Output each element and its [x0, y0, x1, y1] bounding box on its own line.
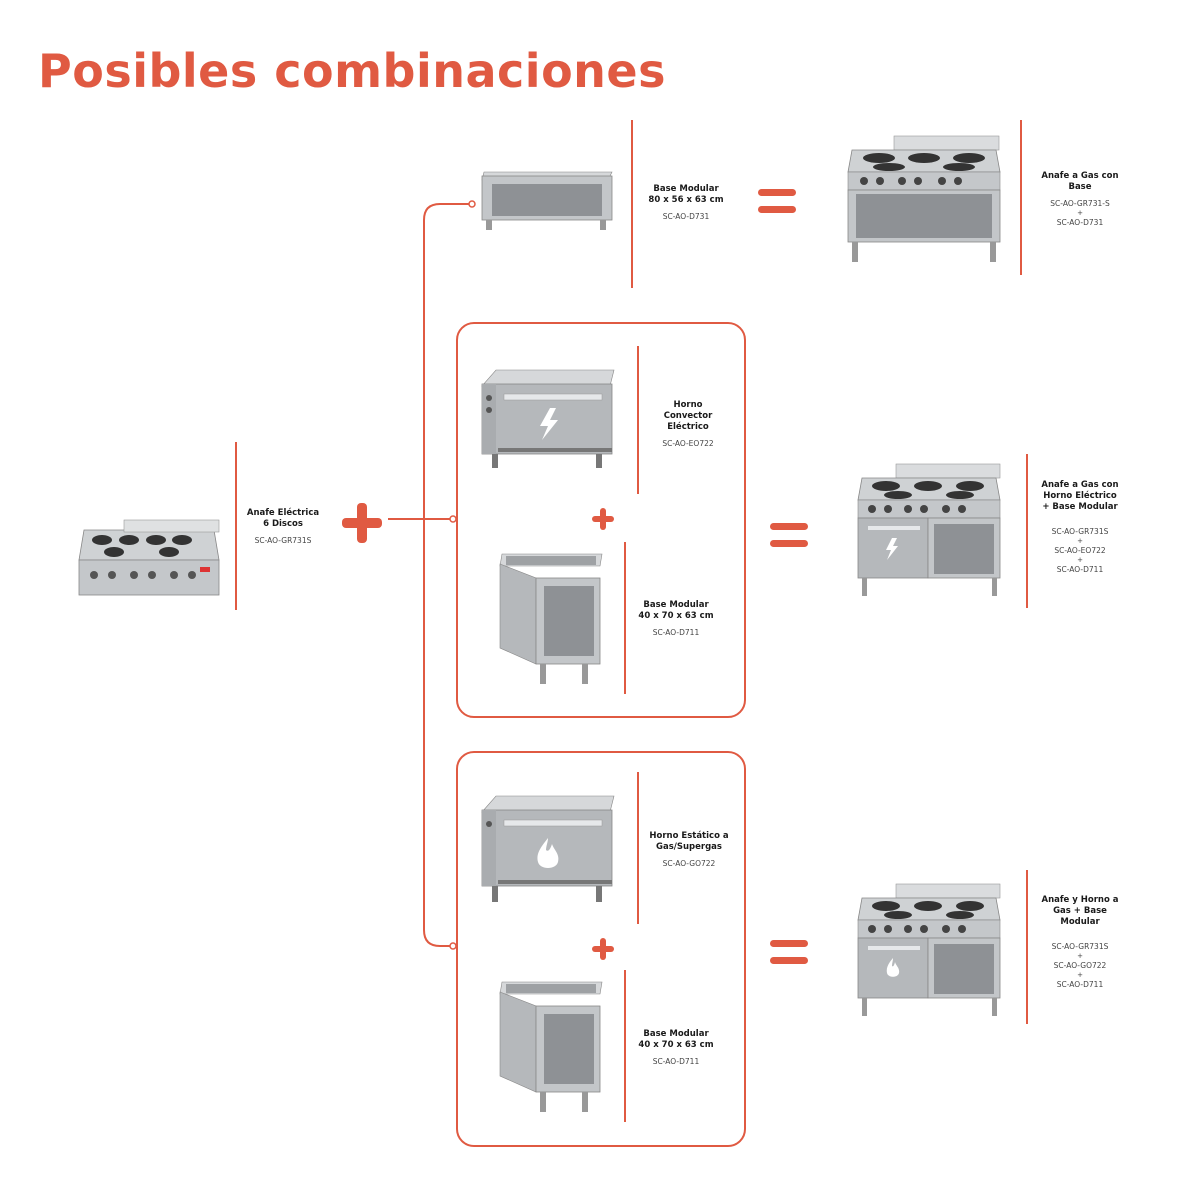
- base-40-a-code: SC-AO-D711: [652, 628, 700, 637]
- divider-result-2: [1026, 454, 1028, 608]
- base-modular-40-image-b: [499, 981, 603, 1112]
- equals-icon-2: [770, 523, 808, 547]
- plus-icon: [342, 503, 382, 543]
- base-40-a-label: Base Modular 40 x 70 x 63 cm SC-AO-D711: [632, 600, 720, 638]
- equals-icon-1: [758, 189, 796, 213]
- divider-result-1: [1020, 120, 1022, 275]
- result-3-code-1: SC-AO-GR731S: [1051, 942, 1109, 951]
- result-1-label: Anafe a Gas con Base SC-AO-GR731-S + SC-…: [1034, 171, 1126, 228]
- result-1-name: Anafe a Gas con Base: [1041, 171, 1119, 192]
- horno-electrico-name: Horno Convector Eléctrico: [663, 400, 713, 432]
- divider-source: [235, 442, 237, 610]
- base-40-a-name: Base Modular 40 x 70 x 63 cm: [638, 600, 714, 621]
- result-3-label: Anafe y Horno a Gas + Base Modular SC-AO…: [1034, 895, 1126, 990]
- horno-electrico-code: SC-AO-EO722: [662, 439, 714, 448]
- plus-icon-small-1: [592, 508, 614, 530]
- source-code: SC-AO-GR731S: [254, 536, 312, 545]
- result-3-code-3: SC-AO-D711: [1056, 980, 1104, 989]
- horno-gas-name: Horno Estático a Gas/Supergas: [649, 831, 729, 852]
- equals-icon-3: [770, 940, 808, 964]
- result-2-image: [857, 463, 1001, 596]
- result-1-image: [847, 135, 1001, 262]
- divider-horno-electrico: [637, 346, 639, 494]
- horno-gas-code: SC-AO-GO722: [662, 859, 716, 868]
- result-3-plus-1: +: [1077, 952, 1083, 960]
- horno-electrico-label: Horno Convector Eléctrico SC-AO-EO722: [644, 400, 732, 449]
- page-title: Posibles combinaciones: [38, 44, 667, 98]
- divider-result-3: [1026, 870, 1028, 1024]
- divider-base-40-b: [624, 970, 626, 1122]
- base-40-b-code: SC-AO-D711: [652, 1057, 700, 1066]
- anafe-electrica-image: [78, 519, 220, 596]
- result-2-plus-2: +: [1077, 556, 1083, 564]
- result-1-plus: +: [1077, 209, 1083, 217]
- base-80-name: Base Modular 80 x 56 x 63 cm: [648, 184, 724, 205]
- base-40-b-name: Base Modular 40 x 70 x 63 cm: [638, 1029, 714, 1050]
- result-3-plus-2: +: [1077, 971, 1083, 979]
- result-2-name: Anafe a Gas con Horno Eléctrico + Base M…: [1041, 480, 1119, 512]
- combination-box-electric: [456, 322, 746, 718]
- base-80-code: SC-AO-D731: [662, 212, 710, 221]
- result-3-image: [857, 883, 1001, 1016]
- result-2-label: Anafe a Gas con Horno Eléctrico + Base M…: [1034, 480, 1126, 575]
- result-1-code-1: SC-AO-GR731-S: [1050, 199, 1110, 208]
- result-2-plus-1: +: [1077, 537, 1083, 545]
- result-2-code-2: SC-AO-EO722: [1054, 546, 1106, 555]
- horno-gas-image: [481, 795, 615, 902]
- divider-horno-gas: [637, 772, 639, 924]
- horno-gas-label: Horno Estático a Gas/Supergas SC-AO-GO72…: [644, 831, 734, 869]
- base-modular-80-image: [481, 171, 613, 230]
- plus-icon-small-2: [592, 938, 614, 960]
- horno-electrico-image: [481, 369, 615, 468]
- divider-base-40-a: [624, 542, 626, 694]
- result-2-code-1: SC-AO-GR731S: [1051, 527, 1109, 536]
- base-40-b-label: Base Modular 40 x 70 x 63 cm SC-AO-D711: [632, 1029, 720, 1067]
- source-label: Anafe Eléctrica 6 Discos SC-AO-GR731S: [240, 508, 326, 546]
- combination-box-gas: [456, 751, 746, 1147]
- result-2-code-3: SC-AO-D711: [1056, 565, 1104, 574]
- result-3-name: Anafe y Horno a Gas + Base Modular: [1041, 895, 1119, 927]
- base-modular-40-image-a: [499, 553, 603, 684]
- base-80-label: Base Modular 80 x 56 x 63 cm SC-AO-D731: [640, 184, 732, 222]
- result-1-code-2: SC-AO-D731: [1056, 218, 1104, 227]
- divider-base-80: [631, 120, 633, 288]
- result-3-code-2: SC-AO-GO722: [1053, 961, 1107, 970]
- source-name: Anafe Eléctrica 6 Discos: [246, 508, 320, 529]
